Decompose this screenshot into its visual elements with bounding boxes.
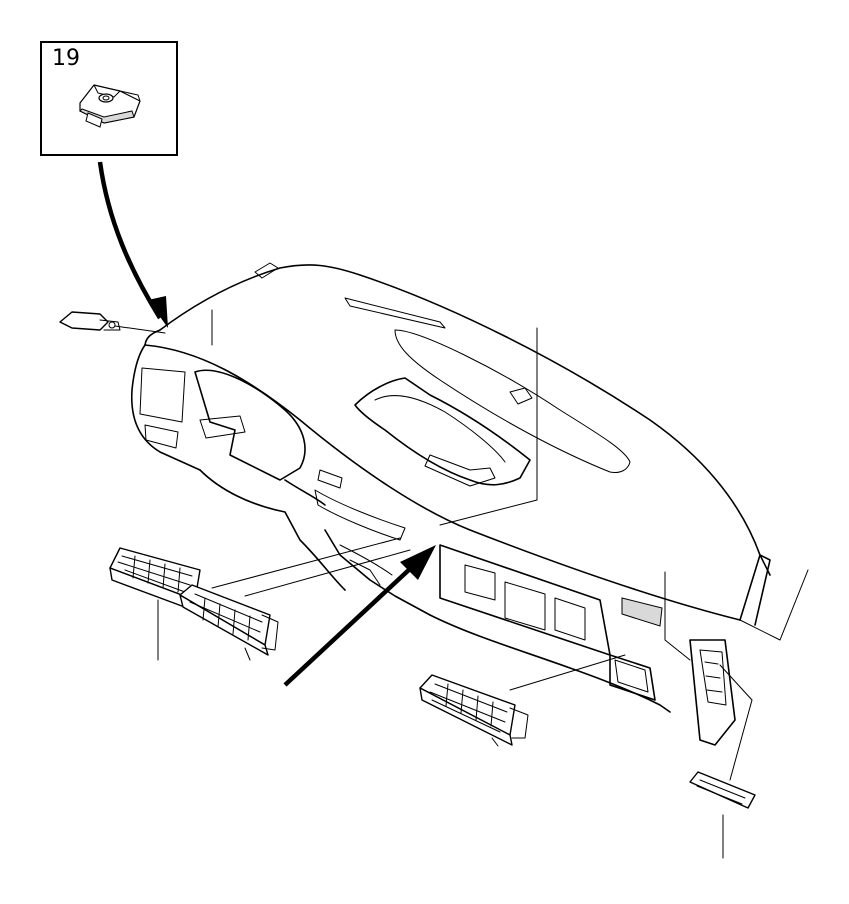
pointer-arrow (283, 565, 414, 687)
leader-lines (114, 325, 166, 334)
small-grille (689, 771, 756, 809)
inset-box: 19 (40, 41, 178, 156)
pointer-arrowhead (400, 545, 436, 580)
center-air-vents (109, 547, 279, 661)
inset-leader-arrow (97, 161, 162, 320)
lower-air-vent (419, 674, 529, 747)
sensor-clip (59, 311, 121, 331)
callout-number: 19 (52, 46, 80, 71)
clip-nut-icon (79, 84, 141, 128)
inset-leader-arrowhead (148, 296, 168, 328)
dashboard-panel (130, 264, 771, 746)
